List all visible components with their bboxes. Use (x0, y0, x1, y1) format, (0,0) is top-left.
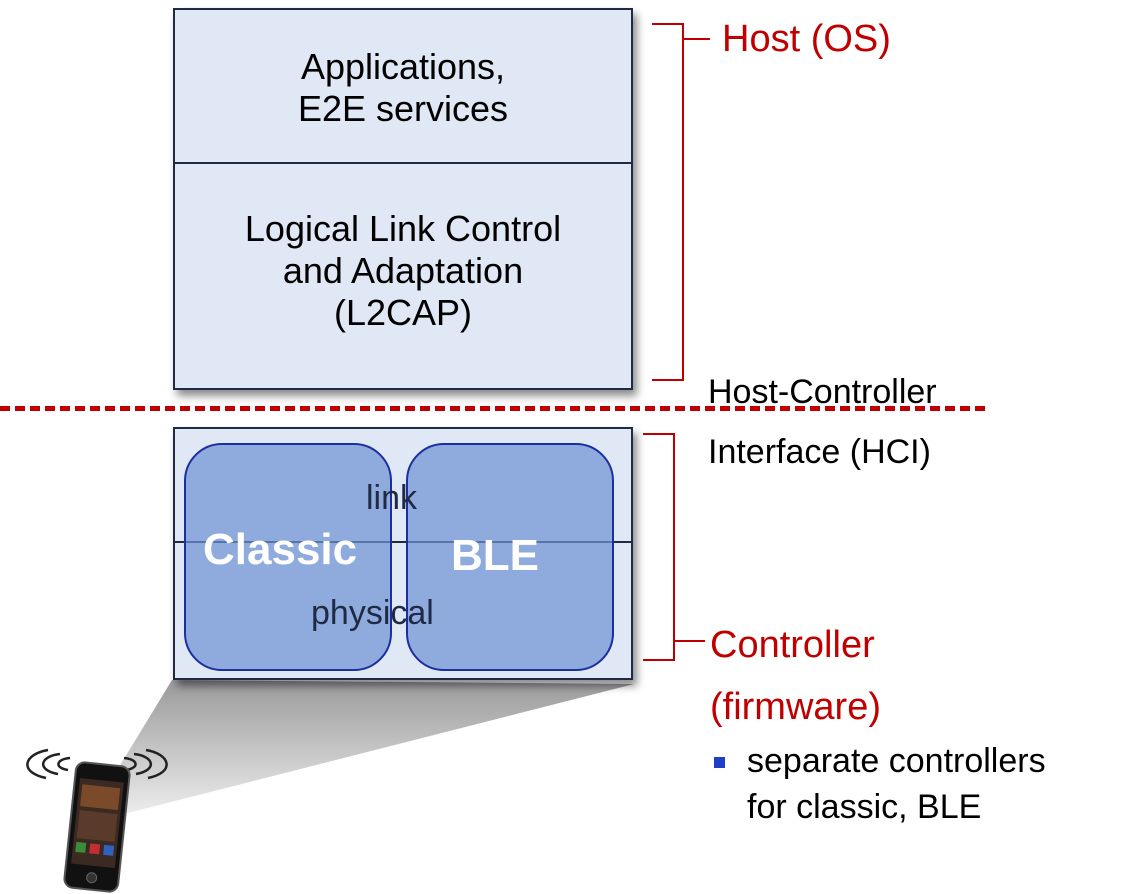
controller-bracket-tick (673, 640, 705, 642)
bullet-square (714, 757, 725, 768)
classic-label: Classic (203, 525, 358, 574)
host-bracket (652, 23, 684, 381)
applications-text-line2: E2E services (297, 88, 509, 129)
controller-label-line2: (firmware) (710, 686, 881, 728)
bullet-text-line2: for classic, BLE (747, 788, 982, 826)
hci-label-line2: Interface (HCI) (708, 433, 931, 471)
l2cap-layer: Logical Link Control and Adaptation (L2C… (175, 164, 631, 388)
physical-layer-label: physical (311, 594, 434, 632)
ble-label: BLE (451, 531, 539, 580)
bullet-text: separate controllers for classic, BLE (747, 738, 1046, 830)
link-physical-divider (175, 541, 631, 543)
host-stack-box: Applications, E2E services Logical Link … (173, 8, 633, 390)
wireless-signal-icon (26, 748, 168, 780)
bullet-text-line1: separate controllers (747, 742, 1046, 780)
l2cap-text-line3: (L2CAP) (333, 292, 473, 333)
hci-label: Host-Controller Interface (HCI) (708, 362, 937, 482)
smartphone-icon (63, 761, 131, 893)
host-os-label: Host (OS) (722, 18, 891, 60)
host-bracket-tick (682, 38, 710, 40)
controller-bracket (643, 433, 675, 661)
applications-text-line1: Applications, (300, 46, 506, 87)
hci-dashed-line (0, 406, 985, 411)
classic-controller (184, 443, 392, 671)
link-layer-label: link (366, 479, 418, 517)
controller-label: Controller (firmware) (710, 614, 881, 738)
l2cap-text-line2: and Adaptation (282, 250, 524, 291)
l2cap-text-line1: Logical Link Control (244, 208, 562, 249)
controller-label-line1: Controller (710, 624, 875, 666)
ble-controller (406, 443, 614, 671)
controller-stack-box: link physical Classic BLE (173, 427, 633, 680)
hci-label-line1: Host-Controller (708, 373, 937, 411)
applications-layer: Applications, E2E services (175, 10, 631, 164)
